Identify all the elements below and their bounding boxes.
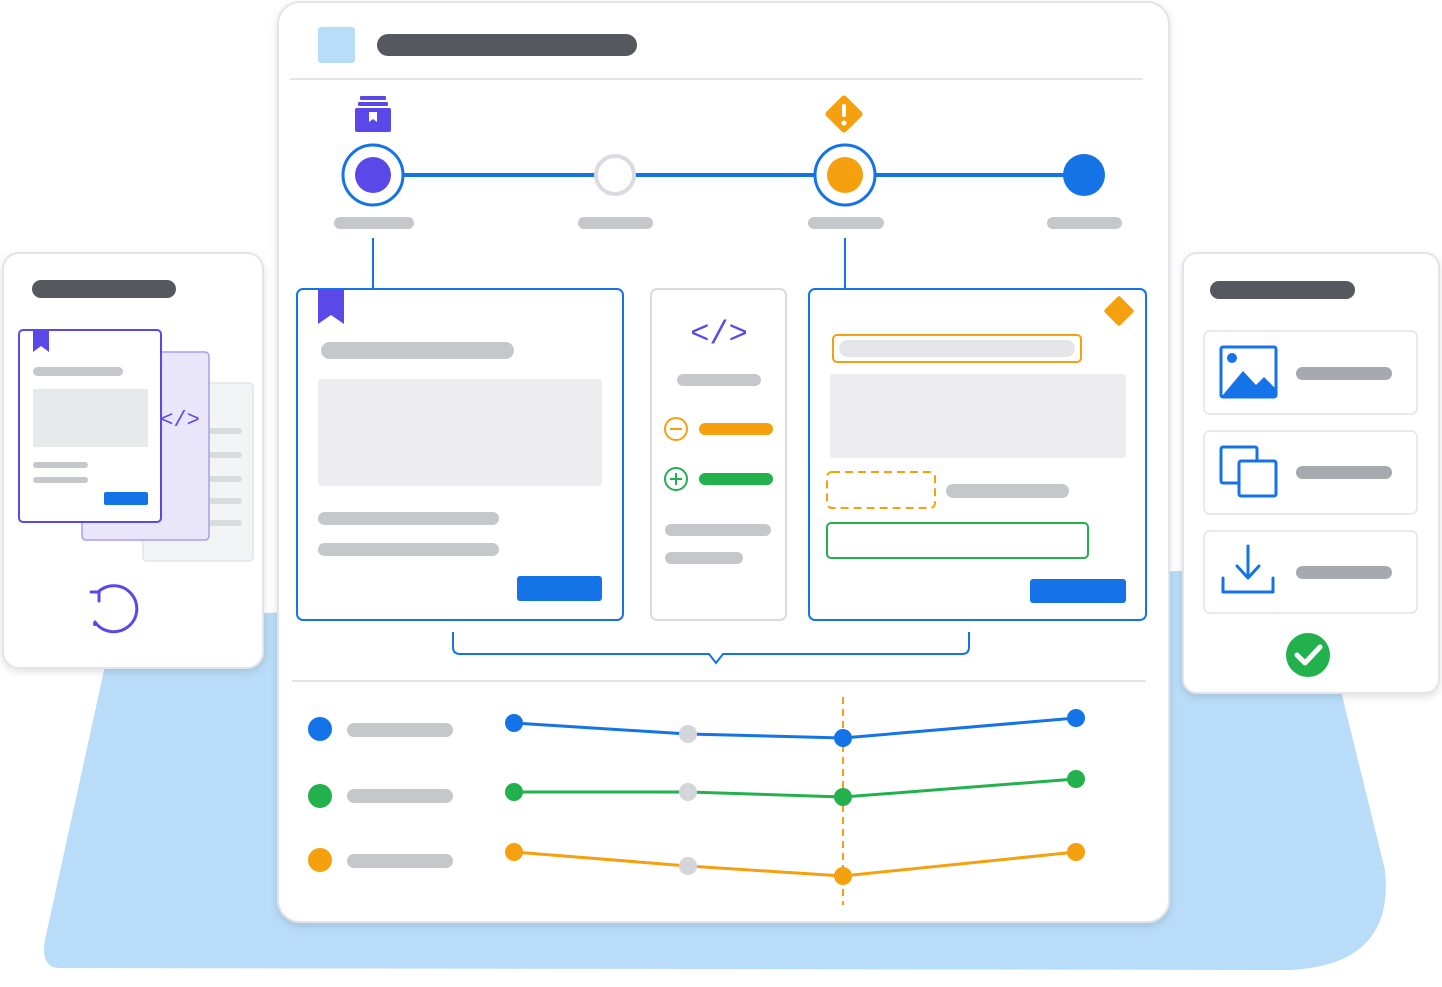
series-point[interactable] xyxy=(679,783,697,801)
tool-row-label xyxy=(1296,367,1392,380)
workflow-timeline xyxy=(334,95,1122,289)
valid-input-field[interactable] xyxy=(826,522,1089,559)
series-point[interactable] xyxy=(834,729,852,747)
doc-code-icon: </> xyxy=(160,408,200,433)
panel-text-line xyxy=(318,543,499,556)
code-panel-line xyxy=(665,552,743,564)
comparison-lines xyxy=(505,697,1085,905)
series-legend xyxy=(308,717,453,872)
legend-label xyxy=(347,723,453,737)
series-point[interactable] xyxy=(1067,770,1085,788)
panel-title-placeholder xyxy=(321,342,514,359)
tool-row-label xyxy=(1296,566,1392,579)
series-point[interactable] xyxy=(505,714,523,732)
series-point[interactable] xyxy=(834,867,852,885)
dashed-drop-field[interactable] xyxy=(826,471,936,509)
legend-dot-orange xyxy=(308,848,332,872)
panel-primary-button[interactable] xyxy=(517,576,602,601)
panel-image-placeholder xyxy=(318,379,602,486)
timeline-step-label xyxy=(578,217,653,229)
form-image-placeholder xyxy=(830,374,1126,458)
code-panel-line xyxy=(665,524,771,536)
code-panel-label xyxy=(677,374,761,386)
legend-dot-green xyxy=(308,784,332,808)
doc-bookmark-icon xyxy=(33,331,49,352)
series-point[interactable] xyxy=(679,725,697,743)
right-card xyxy=(1182,252,1440,694)
plus-circle-icon xyxy=(664,467,688,491)
form-label-placeholder xyxy=(946,484,1069,498)
tool-row-download[interactable] xyxy=(1203,530,1418,614)
diff-added-line xyxy=(699,473,773,485)
bookmark-icon xyxy=(318,290,344,324)
doc-back-lines xyxy=(208,428,242,526)
content-panel-left xyxy=(296,288,624,621)
timeline-step-3[interactable] xyxy=(813,143,877,207)
doc-front-line xyxy=(33,462,88,468)
series-line-blue xyxy=(505,709,1085,747)
doc-front-line xyxy=(33,477,88,483)
tool-row-label xyxy=(1296,466,1392,479)
panels-bracket xyxy=(452,632,970,665)
panel-text-line xyxy=(318,512,499,525)
tool-row-copy[interactable] xyxy=(1203,430,1418,515)
series-point[interactable] xyxy=(834,788,852,806)
warning-diamond-icon xyxy=(825,95,863,133)
left-card-title-placeholder xyxy=(32,280,176,298)
form-panel-right xyxy=(808,288,1147,621)
app-title-placeholder xyxy=(377,34,637,56)
timeline-step-label xyxy=(1047,217,1122,229)
main-card: </> xyxy=(277,1,1170,923)
doc-front-line xyxy=(33,367,123,376)
right-card-title-placeholder xyxy=(1210,281,1355,299)
code-diff-panel: </> xyxy=(650,288,787,621)
series-line-green xyxy=(505,770,1085,806)
image-icon xyxy=(1219,345,1278,399)
code-icon: </> xyxy=(690,316,748,353)
archive-bookmark-icon xyxy=(355,96,391,132)
series-point[interactable] xyxy=(1067,843,1085,861)
timeline-step-4[interactable] xyxy=(1063,154,1105,196)
diff-removed-line xyxy=(699,423,773,435)
legend-label xyxy=(347,854,453,868)
app-logo-square xyxy=(318,27,355,63)
doc-front-button[interactable] xyxy=(104,492,148,505)
timeline-step-label xyxy=(808,217,884,229)
highlighted-input-fill xyxy=(839,340,1075,357)
check-circle-icon xyxy=(1286,633,1330,677)
timeline-step-1[interactable] xyxy=(341,143,405,207)
timeline-step-2[interactable] xyxy=(594,154,636,196)
download-icon xyxy=(1221,544,1275,594)
series-point[interactable] xyxy=(505,843,523,861)
minus-circle-icon xyxy=(664,417,688,441)
legend-label xyxy=(347,789,453,803)
series-point[interactable] xyxy=(505,783,523,801)
legend-dot-blue xyxy=(308,717,332,741)
series-line-orange xyxy=(505,843,1085,885)
series-point[interactable] xyxy=(1067,709,1085,727)
refresh-icon[interactable] xyxy=(89,584,139,634)
timeline-step-label xyxy=(334,217,414,229)
warning-diamond-small-icon xyxy=(1104,296,1134,326)
copy-icon xyxy=(1219,445,1278,498)
tool-row-image[interactable] xyxy=(1203,330,1418,415)
form-submit-button[interactable] xyxy=(1030,579,1126,603)
left-card: </> xyxy=(2,252,264,669)
doc-front-image xyxy=(33,389,148,447)
series-point[interactable] xyxy=(679,857,697,875)
